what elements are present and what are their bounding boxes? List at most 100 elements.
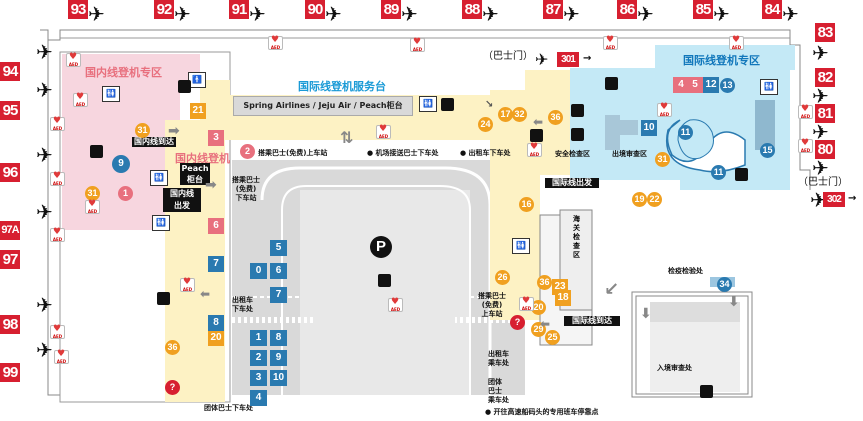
bus-stop[interactable]: 4 [250,390,267,406]
facility-4-icon[interactable]: 4 [673,77,689,93]
facility-21-icon[interactable]: 21 [190,103,206,119]
facility-29-icon[interactable]: 29 [531,322,546,337]
arrow-icon: ⬅ [533,115,544,129]
bus-stop[interactable]: 2 [250,350,267,366]
bus-stop[interactable]: 3 [250,370,267,386]
gate-82[interactable]: 82 [815,68,835,87]
facility-36-icon[interactable]: 36 [548,110,563,125]
facility-24-icon[interactable]: 24 [478,117,493,132]
shuttle-free-dropoff-label: 搭乘巴士 (免费) 下车站 [232,176,260,202]
bus-gate-label: （巴士门） [483,51,533,62]
gate-81[interactable]: 81 [815,104,835,123]
facility-31-icon[interactable]: 31 [655,152,670,167]
gate-85[interactable]: 85 [693,0,713,19]
facility-10-icon[interactable]: 10 [641,120,657,136]
ferry-bus-stop-label: ● 开往高速船码头的专用班车停靠点 [485,408,599,416]
gate-86[interactable]: 86 [617,0,637,19]
gate-80[interactable]: 80 [815,140,835,159]
facility-6-icon[interactable]: 6 [208,218,224,234]
facility-17-icon[interactable]: 17 [498,107,513,122]
gate-301[interactable]: 301 [557,52,579,67]
gate-96[interactable]: 96 [0,163,20,182]
facility-2-icon[interactable]: 2 [240,144,255,159]
peach-counter-label: Peach 柜台 [180,163,210,185]
facility-19-icon[interactable]: 19 [632,192,647,207]
gate-302[interactable]: 302 [823,192,845,207]
facility-15-icon[interactable]: 15 [760,143,775,158]
facility-20-icon[interactable]: 20 [208,330,224,346]
bus-stop[interactable]: 0 [250,263,267,279]
gate-98[interactable]: 98 [0,315,20,334]
info-icon[interactable]: ? [165,380,180,395]
facility-36-icon[interactable]: 36 [165,340,180,355]
gate-83[interactable]: 83 [815,23,835,42]
domestic-arrival-label: 国内线到达 [132,137,176,147]
arrow-icon: ⬇ [728,294,740,310]
plane-icon: ✈ [36,78,53,102]
aed-icon [180,277,195,292]
airline-counter-label: Spring Airlines / Jeju Air / Peach柜台 [243,101,403,110]
gate-92[interactable]: 92 [154,0,174,19]
gate-90[interactable]: 90 [305,0,325,19]
bus-stop[interactable]: 10 [270,370,287,386]
facility-32-icon[interactable]: 32 [512,107,527,122]
gate-99[interactable]: 99 [0,363,20,382]
gate-91[interactable]: 91 [229,0,249,19]
security-check-label: 安全检查区 [555,150,590,158]
facility-31-icon[interactable]: 31 [135,123,150,138]
gate-97A[interactable]: 97A [0,221,20,240]
gate-93[interactable]: 93 [68,0,88,19]
facility-20-icon[interactable]: 20 [531,300,546,315]
bus-stop[interactable]: 8 [270,330,287,346]
gate-88[interactable]: 88 [462,0,482,19]
aed-icon [798,138,813,153]
facility-7-icon[interactable]: 7 [208,256,224,272]
facility-11-icon[interactable]: 11 [711,165,726,180]
facility-36-icon[interactable]: 36 [537,275,552,290]
plane-icon: ✈ [563,2,580,26]
restroom-icon: 🚻 [512,238,530,254]
parking-icon[interactable]: P [370,236,392,258]
bus-stop[interactable]: 6 [270,263,287,279]
facility-22-icon[interactable]: 22 [647,192,662,207]
facility-25-icon[interactable]: 25 [545,330,560,345]
facility-3-icon[interactable]: 3 [208,130,224,146]
atm-icon [378,274,391,287]
facility-1-icon[interactable]: 1 [118,186,133,201]
bus-stop[interactable]: 9 [270,350,287,366]
facility-16-icon[interactable]: 16 [519,197,534,212]
immigration-check-label: 出境审查区 [612,150,647,158]
gate-84[interactable]: 84 [762,0,782,19]
gate-94[interactable]: 94 [0,62,20,81]
airline-counter[interactable]: Spring Airlines / Jeju Air / Peach柜台 [233,96,413,116]
bus-stop[interactable]: 5 [270,240,287,256]
facility-26-icon[interactable]: 26 [495,270,510,285]
bus-stop[interactable]: 1 [250,330,267,346]
bus-stop[interactable]: 7 [270,287,287,303]
atm-icon [90,145,103,158]
plane-icon: ✈ [812,41,829,65]
facility-12-icon[interactable]: 12 [703,77,719,93]
atm-icon [571,104,584,117]
facility-13-icon[interactable]: 13 [720,78,735,93]
plane-icon: ✈ [810,188,827,212]
facility-31-icon[interactable]: 31 [85,186,100,201]
arrow-icon: ↘ [485,99,494,110]
restroom-icon: 🚻 [152,215,170,231]
facility-8-icon[interactable]: 8 [208,315,224,331]
taxi-dropoff-mid-label: 出租车 下车处 [232,296,253,313]
plane-icon: ✈ [535,50,549,69]
facility-5-icon[interactable]: 5 [687,77,703,93]
facility-34-icon[interactable]: 34 [717,277,732,292]
gate-87[interactable]: 87 [543,0,563,19]
facility-11-icon[interactable]: 11 [678,125,693,140]
facility-9-icon[interactable]: 9 [112,155,130,173]
gate-95[interactable]: 95 [0,101,20,120]
info-icon[interactable]: ? [510,315,525,330]
arrow-icon: ⬅ [540,317,551,331]
atm-icon [178,80,191,93]
aed-icon [729,35,744,50]
facility-18-icon[interactable]: 18 [555,290,571,306]
gate-89[interactable]: 89 [381,0,401,19]
gate-97[interactable]: 97 [0,250,20,269]
